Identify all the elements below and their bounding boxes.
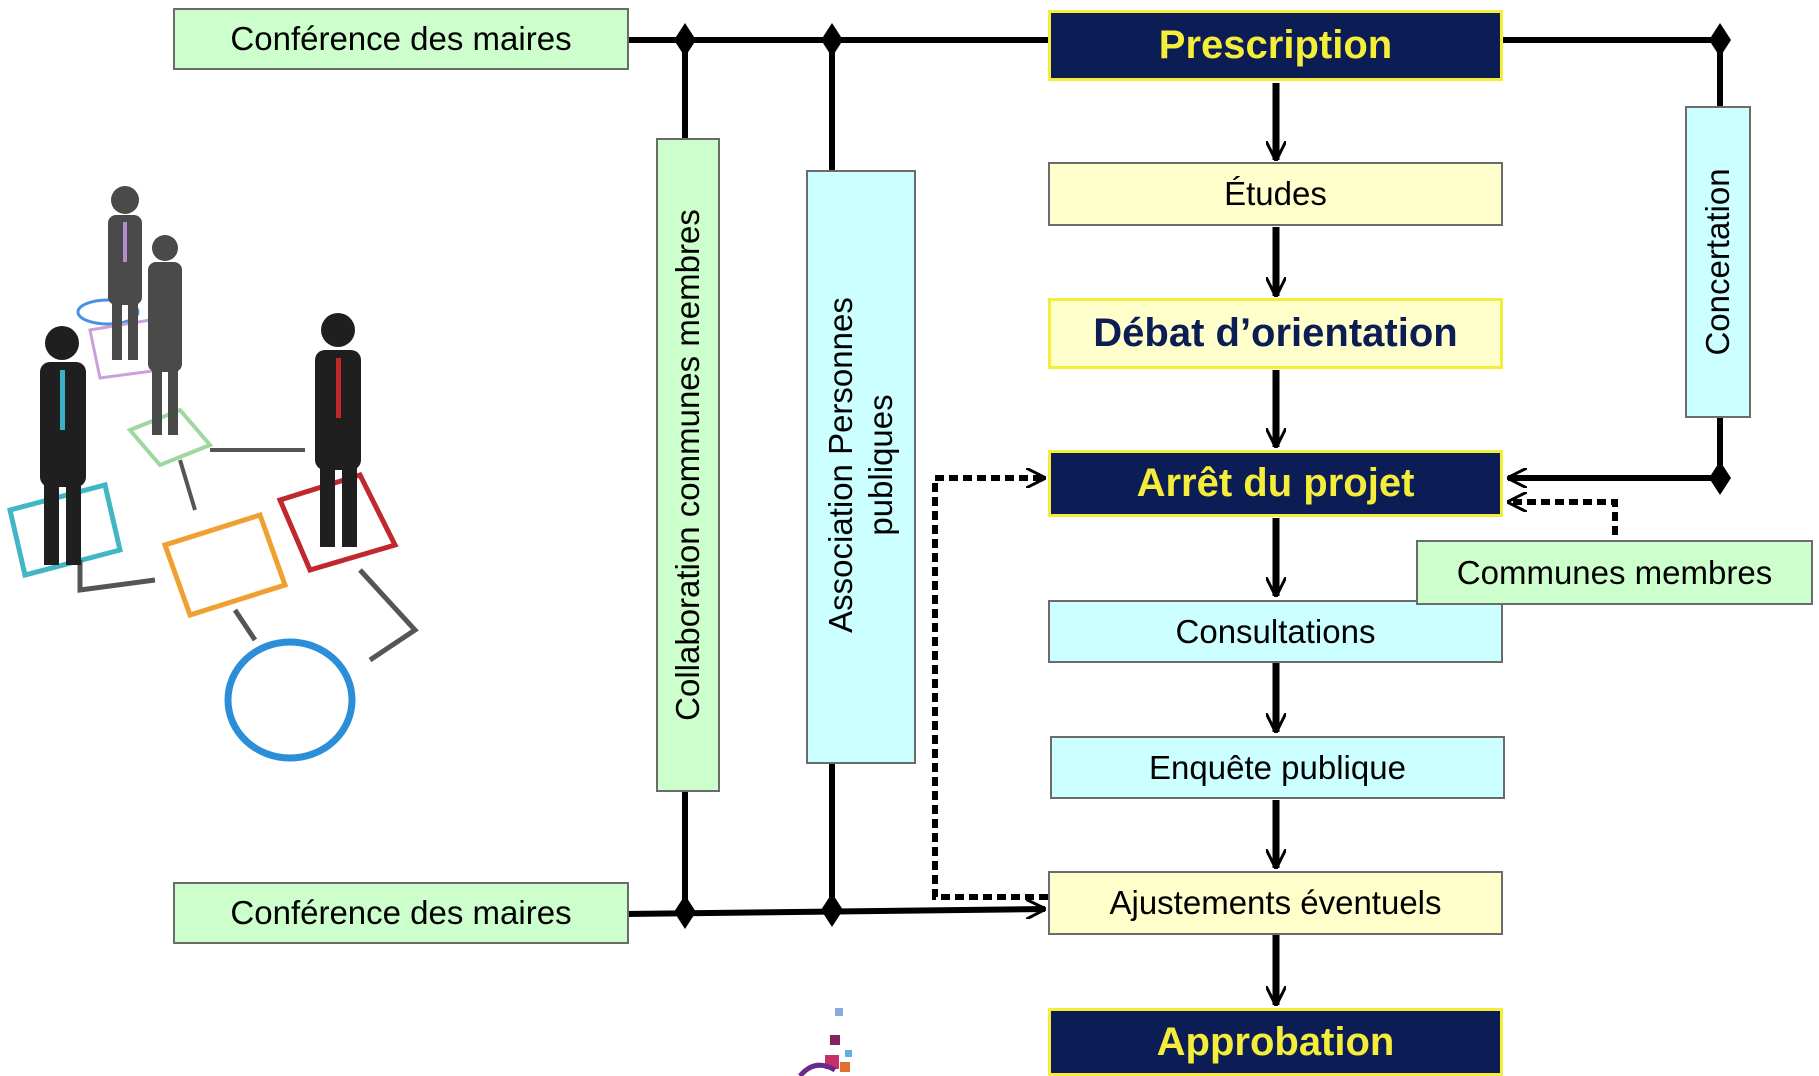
step-arret: Arrêt du projet — [1048, 450, 1503, 517]
collaboration-communes-bar — [656, 138, 720, 792]
communes-membres-label: Communes membres — [1456, 553, 1773, 591]
logo-mosaic-icon — [798, 1008, 852, 1076]
collaboration-communes-label: Collaboration communes membres — [669, 209, 706, 721]
concertation-label: Concertation — [1699, 168, 1736, 356]
step-consultations: Consultations — [1048, 600, 1503, 663]
step-etudes-label: Études — [1224, 175, 1327, 212]
association-label-line1: Association Personnes — [822, 297, 859, 633]
businesspeople-flowchart-illustration — [7, 186, 419, 762]
diamond-bottom-assoc — [821, 893, 843, 927]
step-consultations-label: Consultations — [1175, 612, 1376, 650]
step-debat-label: Débat d’orientation — [1093, 311, 1458, 355]
conference-maires-bottom: Conférence des maires — [173, 882, 629, 944]
diamond-concertation-bottom — [1709, 461, 1731, 495]
communes-membres-box: Communes membres — [1416, 540, 1813, 605]
step-prescription-label: Prescription — [1158, 23, 1393, 67]
conference-maires-top: Conférence des maires — [173, 8, 629, 70]
dotted-feedback-line — [932, 478, 1048, 900]
step-arret-label: Arrêt du projet — [1136, 461, 1415, 505]
step-enquete: Enquête publique — [1050, 736, 1505, 799]
dotted-communes-line — [1508, 502, 1618, 535]
conference-maires-top-label: Conférence des maires — [230, 20, 572, 57]
step-enquete-label: Enquête publique — [1149, 748, 1406, 786]
concertation-bar — [1685, 106, 1751, 418]
step-etudes: Études — [1048, 162, 1503, 226]
diamond-bottom-collab — [674, 895, 696, 929]
step-prescription: Prescription — [1048, 10, 1503, 81]
association-label-line2: publiques — [862, 394, 899, 536]
association-personnes-bar — [806, 170, 916, 764]
step-ajustements: Ajustements éventuels — [1048, 871, 1503, 935]
conference-maires-bottom-label: Conférence des maires — [230, 894, 572, 931]
step-debat: Débat d’orientation — [1048, 298, 1503, 369]
step-approbation: Approbation — [1048, 1008, 1503, 1076]
step-ajustements-label: Ajustements éventuels — [1109, 884, 1442, 921]
association-personnes-label: Association Personnes publiques — [821, 297, 901, 633]
step-approbation-label: Approbation — [1156, 1019, 1395, 1064]
